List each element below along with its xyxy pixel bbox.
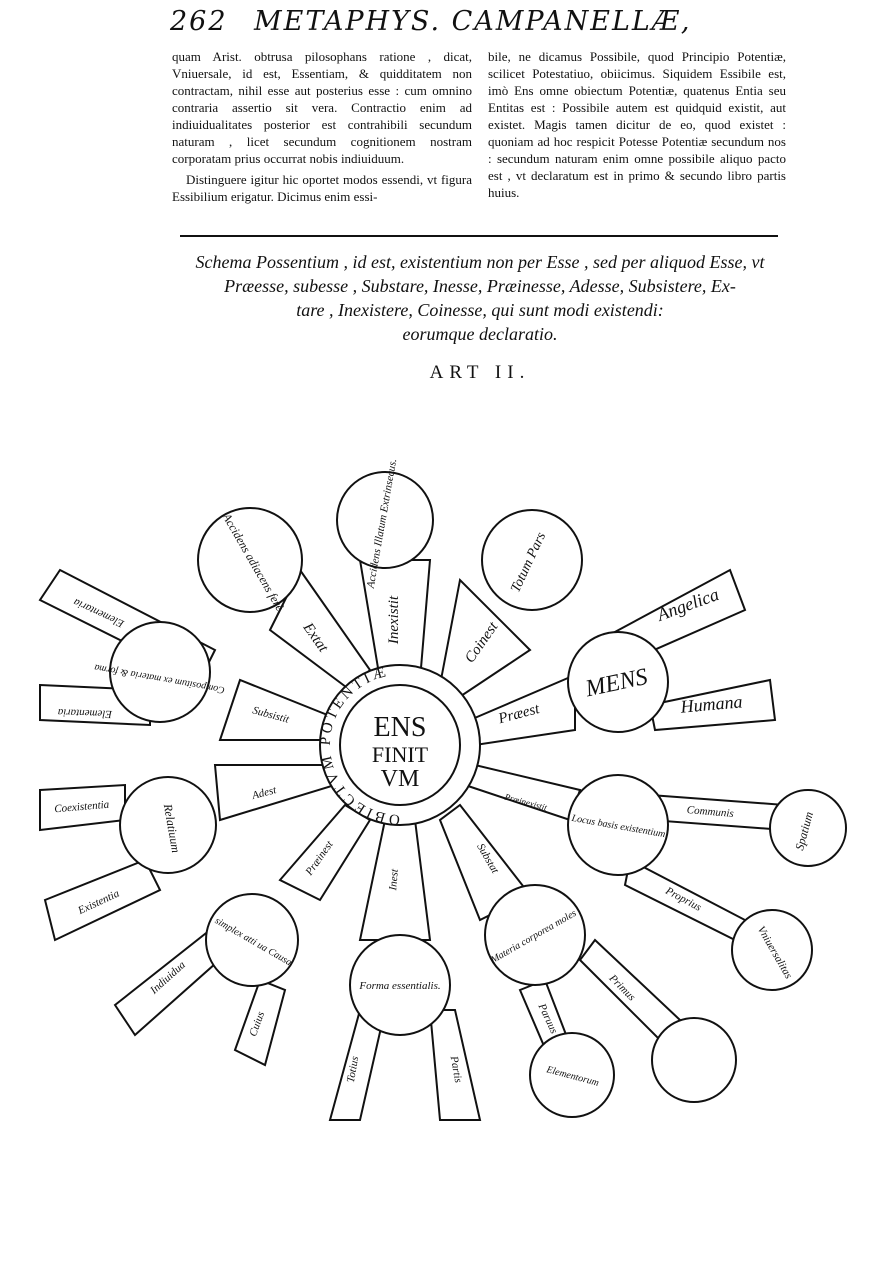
centre-label: ENS FINIT VM <box>372 712 429 792</box>
label-inest: Inest <box>387 868 401 892</box>
outer-label-partis: Partis <box>448 1054 465 1084</box>
article-heading: ART II. <box>429 362 531 383</box>
outer-label-totius: Totius <box>345 1055 361 1083</box>
circle-mens <box>567 631 669 733</box>
centre-line-1: ENS <box>374 712 427 743</box>
circle-informis <box>651 1017 737 1103</box>
circle-totum-pars <box>481 509 583 611</box>
caption-line: Schema Possentium , id est, existentium … <box>195 252 765 272</box>
circle-elementorum <box>529 1032 615 1118</box>
paragraph: bile, ne dicamus Possibile, quod Princip… <box>488 49 786 200</box>
schema-diagram: OBIECTVM POTENTIÆ ENS FINIT VM Extat Ine… <box>38 458 847 1121</box>
page-number: 262 <box>170 6 228 37</box>
label-inexistit: Inexistit <box>386 595 402 645</box>
horizontal-rule <box>180 235 778 237</box>
circle-forma <box>349 934 451 1036</box>
caption-line: Præesse, subesse , Substare, Inesse, Præ… <box>224 276 736 296</box>
text-column-left: quam Arist. obtrusa pilosophans ratione … <box>172 48 472 209</box>
circle-simplex <box>205 893 299 987</box>
circle-spatium <box>769 789 847 867</box>
circle-materia <box>484 884 586 986</box>
ray-partis <box>428 1009 482 1121</box>
circle-vniuersalitas <box>731 909 813 991</box>
ring-inner <box>339 684 461 806</box>
circle-compositum <box>109 621 211 723</box>
outer-label-communis: Communis <box>686 804 734 820</box>
caption-line: tare , Inexistere, Coinesse, qui sunt mo… <box>296 300 664 320</box>
book-title: METAPHYS. CAMPANELLÆ, <box>254 6 692 37</box>
centre-line-2: FINIT <box>372 742 429 767</box>
spoke-subest <box>463 763 582 822</box>
centre-line-3: VM <box>381 766 420 792</box>
paragraph: Distinguere igitur hic oportet modos ess… <box>172 172 472 204</box>
ray-cuius <box>233 978 287 1067</box>
outer-label-coexistentia: Coexistentia <box>54 799 110 816</box>
ray-humana <box>648 678 777 732</box>
outer-label-elementaria-mid: Elementaria <box>57 706 113 720</box>
circle-relatiuum <box>119 776 217 874</box>
ray-existentia <box>43 858 162 942</box>
circle-locus <box>567 774 669 876</box>
caption-line: eorumque declaratio. <box>402 324 558 344</box>
circle-accidens-illatum <box>336 471 434 569</box>
text-column-right: bile, ne dicamus Possibile, quod Princip… <box>488 48 786 205</box>
circle-label-forma: Forma essentialis. <box>358 980 440 992</box>
running-head: 262 METAPHYS. CAMPANELLÆ, <box>170 6 790 46</box>
paragraph: quam Arist. obtrusa pilosophans ratione … <box>172 49 472 166</box>
circle-accidens-adiacens <box>197 507 303 613</box>
figure-caption: Schema Possentium , id est, existentium … <box>160 250 800 346</box>
